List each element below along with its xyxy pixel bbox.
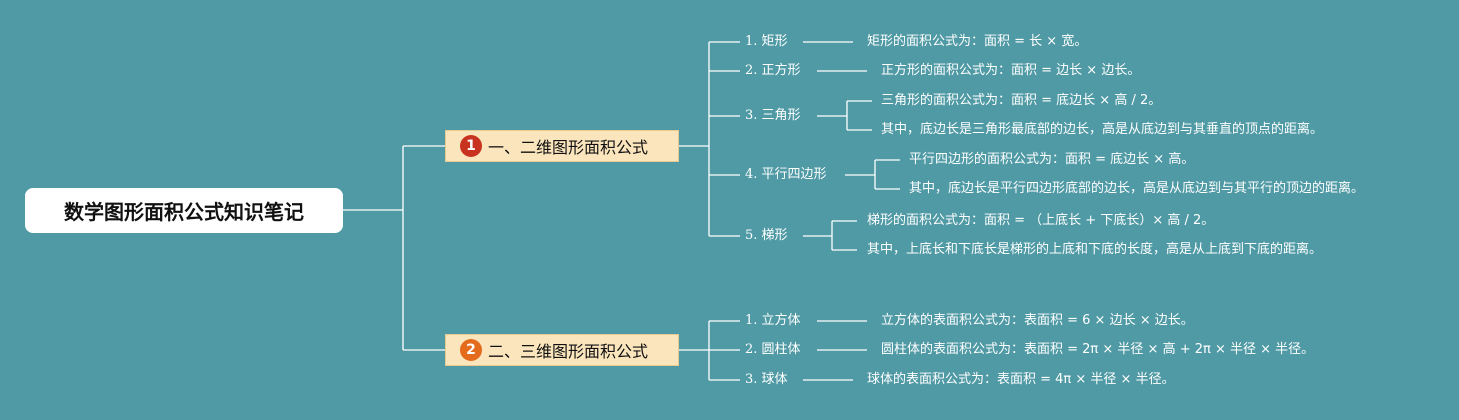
note-triangle-explain: 其中，底边长是三角形最底部的边长，高是从底边到与其垂直的顶点的距离。	[881, 122, 1324, 137]
topic-square[interactable]: 2. 正方形	[745, 63, 801, 78]
topic-parallelogram[interactable]: 4. 平行四边形	[745, 167, 827, 182]
badge-1: 1	[460, 135, 482, 157]
branch2-connector	[678, 320, 740, 381]
topic-cube[interactable]: 1. 立方体	[745, 313, 801, 328]
root-connector	[343, 145, 445, 351]
leaf5-connector	[803, 220, 857, 251]
note-rectangle-formula: 矩形的面积公式为：面积 = 长 × 宽。	[867, 34, 1088, 49]
leaf3-connector	[817, 100, 872, 131]
note-cube-formula: 立方体的表面积公式为：表面积 = 6 × 边长 × 边长。	[881, 313, 1194, 328]
note-cylinder-formula: 圆柱体的表面积公式为：表面积 = 2π × 半径 × 高 + 2π × 半径 ×…	[881, 342, 1315, 357]
topic-triangle[interactable]: 3. 三角形	[745, 108, 801, 123]
branch-3d-formulas[interactable]: 2 二、三维图形面积公式	[445, 334, 679, 366]
root-topic[interactable]: 数学图形面积公式知识笔记	[25, 188, 343, 233]
root-title: 数学图形面积公式知识笔记	[64, 200, 304, 224]
note-triangle-formula: 三角形的面积公式为：面积 = 底边长 × 高 / 2。	[881, 93, 1162, 108]
badge-2: 2	[460, 339, 482, 361]
note-square-formula: 正方形的面积公式为：面积 = 边长 × 边长。	[881, 63, 1141, 78]
topic-cylinder[interactable]: 2. 圆柱体	[745, 342, 801, 357]
branch-2d-formulas[interactable]: 1 一、二维图形面积公式	[445, 130, 679, 162]
note-trapezoid-explain: 其中，上底长和下底长是梯形的上底和下底的长度，高是从上底到下底的距离。	[867, 242, 1323, 257]
topic-sphere[interactable]: 3. 球体	[745, 372, 788, 387]
branch-label: 一、二维图形面积公式	[488, 138, 649, 157]
branch1-connector	[678, 41, 740, 237]
note-sphere-formula: 球体的表面积公式为：表面积 = 4π × 半径 × 半径。	[867, 372, 1175, 387]
topic-rectangle[interactable]: 1. 矩形	[745, 34, 788, 49]
note-trapezoid-formula: 梯形的面积公式为：面积 = （上底长 + 下底长）× 高 / 2。	[867, 213, 1215, 228]
branch-label: 二、三维图形面积公式	[488, 342, 649, 361]
note-parallelogram-explain: 其中，底边长是平行四边形底部的边长，高是从底边到与其平行的顶边的距离。	[909, 181, 1365, 196]
note-parallelogram-formula: 平行四边形的面积公式为：面积 = 底边长 × 高。	[909, 152, 1195, 167]
topic-trapezoid[interactable]: 5. 梯形	[745, 228, 788, 243]
leaf4-connector	[845, 159, 900, 190]
